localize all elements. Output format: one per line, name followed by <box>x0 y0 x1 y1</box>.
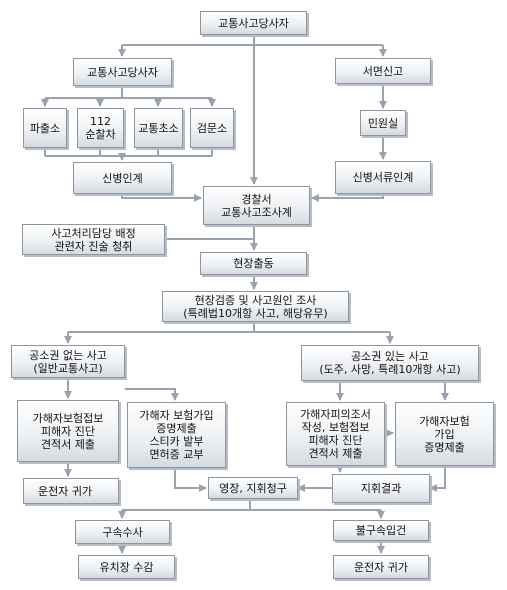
node-non-arrest: 불구속입건 <box>333 520 429 541</box>
node-no-indict-right: 가해자 보험가입 증명제출 스티카 발부 면허증 교부 <box>127 402 226 468</box>
node-civil-office: 민원실 <box>360 110 406 136</box>
node-party: 교통사고당사자 <box>73 58 172 86</box>
node-assign-officer: 사고처리담당 배정 관련자 진술 청취 <box>22 224 165 255</box>
node-command-result: 지휘결과 <box>332 474 430 503</box>
connector-line <box>174 468 207 492</box>
node-warrant: 영장, 지휘청구 <box>208 477 298 499</box>
node-no-indict-left: 가해자보험접보 피해자 진단 견적서 제출 <box>17 400 119 462</box>
node-handover-docs: 신병서류인계 <box>335 161 431 194</box>
node-driver-return-2: 운전자 귀가 <box>333 555 429 579</box>
node-indictment: 공소권 있는 사고 (도주, 사망, 특례10개항 사고) <box>301 345 479 381</box>
node-handover-person: 신병인계 <box>73 162 172 194</box>
node-inspection: 현장검증 및 사고원인 조사 (특례법10개항 사고, 해당유무) <box>162 291 349 322</box>
node-indict-right: 가해자보험 가입 증명제출 <box>395 402 494 466</box>
node-written-report: 서면신고 <box>335 58 431 84</box>
node-arrest-investigation: 구속수사 <box>75 520 170 544</box>
connector-line <box>311 194 384 202</box>
connector-line <box>125 388 179 401</box>
node-police-box: 파출소 <box>23 108 67 148</box>
node-indict-left: 가해자피의조서 작성, 보험접보 피해자 진단 견적서 제출 <box>286 402 385 466</box>
node-no-indictment: 공소권 없는 사고 (일반교통사고) <box>11 345 125 378</box>
node-dispatch: 현장출동 <box>200 252 307 275</box>
node-driver-return-1: 운전자 귀가 <box>23 478 119 504</box>
node-detention: 유치장 수감 <box>78 555 175 579</box>
connector-line <box>121 194 202 202</box>
connector-line <box>429 466 446 492</box>
node-112-patrol: 112 순찰차 <box>77 108 124 148</box>
node-root: 교통사고당사자 <box>200 11 307 35</box>
node-checkpoint: 검문소 <box>190 108 234 148</box>
node-traffic-post: 교통초소 <box>134 108 183 148</box>
node-police-station: 경찰서 교통사고조사계 <box>203 186 310 225</box>
